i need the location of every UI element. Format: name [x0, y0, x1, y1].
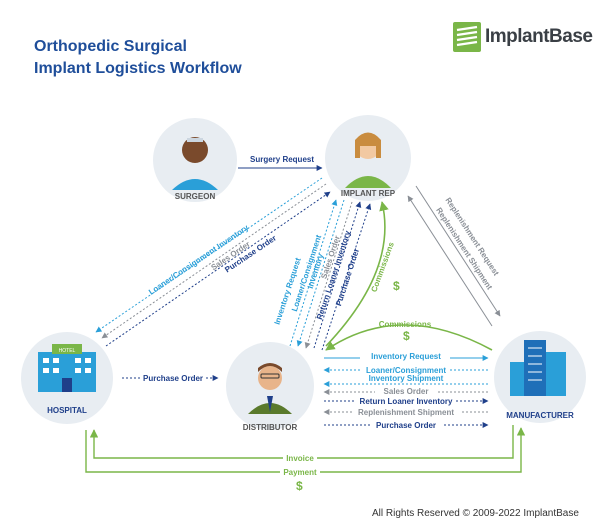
rep-dist-return-arrow: [313, 201, 362, 349]
surgeon-label: SURGEON: [175, 192, 216, 201]
commissions-2-label: Commissions: [379, 320, 432, 329]
hospital-node: HOTEL HOSPITAL: [21, 332, 113, 424]
rep-dist-inv-request-arrow: [289, 199, 338, 347]
distributor-label: DISTRIBUTOR: [243, 423, 298, 432]
manufacturer-label: MANUFACTURER: [506, 411, 574, 420]
payment-arrow: [85, 427, 526, 473]
payment-label: Payment: [283, 468, 317, 477]
title-line-2: Implant Logistics Workflow: [34, 60, 242, 77]
dm-repl-shipment-label: Replenishment Shipment: [358, 408, 454, 417]
repl-request-arrow: [415, 185, 501, 317]
rep-dist-loaner-arrow: [296, 199, 345, 347]
manufacturer-node: MANUFACTURER: [494, 331, 586, 423]
rep-dist-po-arrow: [321, 203, 372, 351]
rep-hosp-po-arrow: [105, 191, 331, 347]
implant-rep-node: IMPLANT REP: [325, 115, 411, 201]
surgeon-node: SURGEON: [153, 118, 237, 202]
dm-sales-label: Sales Order: [384, 387, 429, 396]
page-title: Orthopedic Surgical Implant Logistics Wo…: [34, 36, 242, 80]
hospital-sign-text: HOTEL: [59, 348, 76, 354]
rep-hosp-loaner-arrow: [95, 177, 323, 333]
copyright-footer: All Rights Reserved © 2009-2022 ImplantB…: [372, 508, 579, 519]
distributor-node: DISTRIBUTOR: [226, 342, 314, 432]
dollar-icon-3: $: [296, 479, 303, 493]
hospital-label: HOSPITAL: [47, 406, 87, 415]
dm-loaner-label: Loaner/Consignment: [366, 366, 446, 375]
hosp-dist-po-label-text: Purchase Order: [143, 374, 203, 383]
implantbase-logo-icon: [453, 22, 481, 52]
title-line-1: Orthopedic Surgical: [34, 38, 187, 55]
logo-text: ImplantBase: [485, 26, 593, 47]
repl-shipment-arrow: [407, 195, 493, 327]
dm-return-label: Return Loaner Inventory: [360, 397, 453, 406]
dm-inv-shipment-label: Inventory Shipment: [369, 374, 444, 383]
hosp-dist-label-bg: [141, 373, 205, 383]
implant-rep-label: IMPLANT REP: [341, 189, 396, 198]
commissions-dist-rep-arrow: [325, 201, 389, 347]
dm-inv-request-label: Inventory Request: [371, 352, 441, 361]
invoice-label: Invoice: [286, 454, 314, 463]
dollar-icon: $: [393, 279, 400, 293]
dollar-icon-2: $: [403, 329, 410, 343]
rep-dist-sales-arrow: [304, 201, 353, 349]
surgery-request-label: Surgery Request: [250, 155, 314, 164]
dm-po-label: Purchase Order: [376, 421, 436, 430]
commissions-mfr-dist-arrow: [325, 324, 493, 351]
rep-hosp-sales-arrow: [101, 183, 327, 339]
